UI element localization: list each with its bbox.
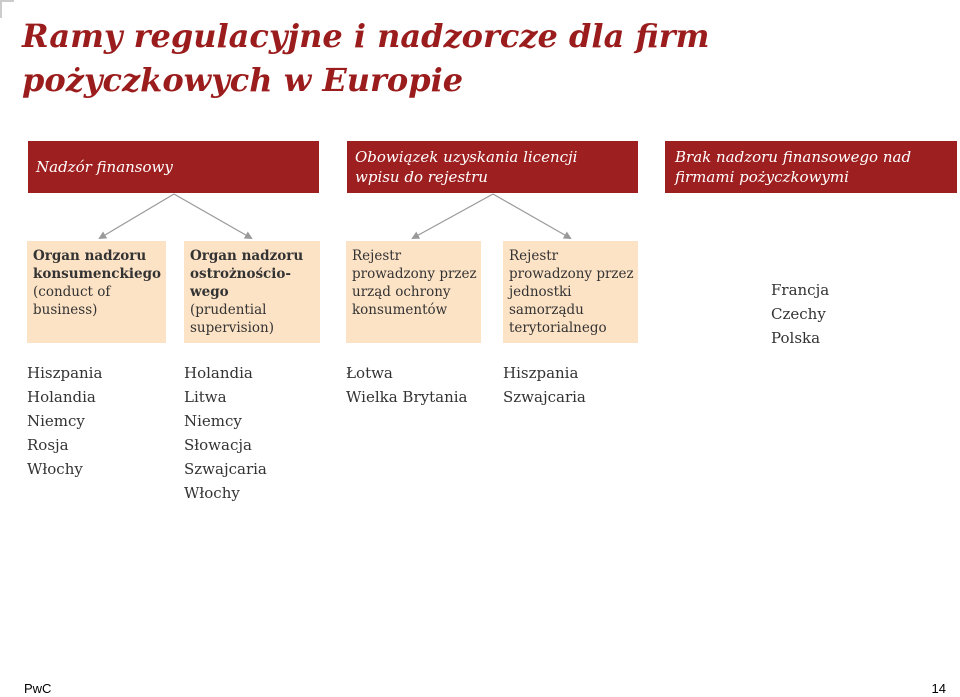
country-list-local-register: Hiszpania Szwajcaria — [503, 361, 586, 409]
sub-label-line: terytorialnego — [509, 320, 607, 336]
country-item: Niemcy — [27, 412, 85, 430]
sub-label-line: urząd ochrony — [352, 284, 451, 300]
country-item: Rosja — [27, 436, 69, 454]
country-item: Niemcy — [184, 412, 242, 430]
country-item: Łotwa — [346, 364, 393, 382]
sub-label-line: prowadzony przez — [352, 266, 477, 282]
category-label-line: firmami pożyczkowymi — [675, 168, 849, 186]
sub-label-line: samorządu — [509, 302, 584, 318]
sub-label-line: ostrożnościo- — [190, 266, 291, 282]
country-list-conduct: Hiszpania Holandia Niemcy Rosja Włochy — [27, 361, 102, 481]
category-label-line: Obowiązek uzyskania licencji — [355, 148, 578, 166]
country-item: Hiszpania — [27, 364, 103, 382]
country-item: Holandia — [27, 388, 96, 406]
sub-label-line: jednostki — [509, 284, 572, 300]
country-item: Włochy — [27, 460, 83, 478]
country-item: Włochy — [184, 484, 240, 502]
category-no-supervision: Brak nadzoru finansowego nad firmami poż… — [665, 141, 957, 193]
country-item: Wielka Brytania — [346, 388, 468, 406]
sub-label-line: Rejestr — [352, 248, 402, 264]
sub-label-line: (prudential — [190, 302, 267, 318]
connector-arrow — [98, 193, 175, 240]
category-label-line: Brak nadzoru finansowego nad — [675, 148, 912, 166]
country-item: Hiszpania — [503, 364, 579, 382]
country-item: Słowacja — [184, 436, 252, 454]
category-label-line: Nadzór finansowy — [36, 158, 173, 176]
country-list-no-supervision: Francja Czechy Polska — [771, 278, 829, 350]
page-title-line-2: pożyczkowych w Europie — [22, 61, 464, 99]
sub-label-line: (conduct of — [33, 284, 111, 300]
country-item: Francja — [771, 281, 830, 299]
connector-arrow — [173, 193, 253, 239]
connector-arrow — [492, 193, 572, 239]
sub-label-line: konsumentów — [352, 302, 448, 318]
sub-label-line: konsumenckiego — [33, 266, 162, 282]
sub-prudential-supervision: Organ nadzoru ostrożnościo- wego (pruden… — [184, 241, 320, 343]
category-license-registration: Obowiązek uzyskania licencji wpisu do re… — [347, 141, 638, 193]
sub-label-line: wego — [190, 284, 229, 300]
corner-mark-horizontal — [0, 0, 14, 2]
page-title: Ramy regulacyjne i nadzorcze dla firm po… — [22, 14, 922, 102]
sub-label-line: Organ nadzoru — [190, 248, 304, 264]
sub-local-government-register: Rejestr prowadzony przez jednostki samor… — [503, 241, 638, 343]
sub-conduct-of-business: Organ nadzoru konsumenckiego (conduct of… — [27, 241, 166, 343]
category-financial-supervision: Nadzór finansowy — [28, 141, 319, 193]
country-item: Czechy — [771, 305, 826, 323]
page-number: 14 — [931, 681, 946, 696]
sub-consumer-protection-register: Rejestr prowadzony przez urząd ochrony k… — [346, 241, 481, 343]
country-item: Holandia — [184, 364, 253, 382]
country-list-consumer-register: Łotwa Wielka Brytania — [346, 361, 467, 409]
country-item: Szwajcaria — [184, 460, 267, 478]
sub-label-line: prowadzony przez — [509, 266, 634, 282]
country-item: Szwajcaria — [503, 388, 586, 406]
connector-arrow — [411, 193, 494, 239]
sub-label-line: business) — [33, 302, 98, 318]
country-item: Polska — [771, 329, 821, 347]
footer-brand: PwC — [24, 681, 52, 696]
country-list-prudential: Holandia Litwa Niemcy Słowacja Szwajcari… — [184, 361, 267, 505]
sub-label-line: Rejestr — [509, 248, 559, 264]
page-title-line-1: Ramy regulacyjne i nadzorcze dla firm — [22, 17, 710, 55]
corner-mark-vertical — [0, 0, 2, 18]
sub-label-line: supervision) — [190, 320, 274, 336]
category-label-line: wpisu do rejestru — [355, 168, 488, 186]
country-item: Litwa — [184, 388, 227, 406]
sub-label-line: Organ nadzoru — [33, 248, 147, 264]
